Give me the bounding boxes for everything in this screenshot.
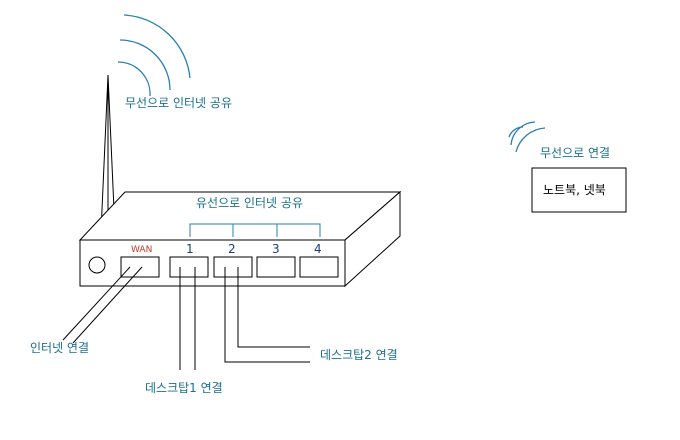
port-3-label: 3 <box>272 242 280 256</box>
wired-ports-bracket <box>189 223 321 237</box>
port-1 <box>169 256 209 278</box>
desktop2-cable-b <box>237 267 310 348</box>
port-1-label: 1 <box>186 242 194 256</box>
desktop2-cable-a <box>224 267 310 363</box>
router-wireless-label: 무선으로 인터넷 공유 <box>125 96 232 110</box>
laptop-wifi-waves-icon <box>508 121 546 153</box>
desktop1-connection-label: 데스크탑1 연결 <box>145 381 223 395</box>
port-2-label: 2 <box>228 242 236 256</box>
ports <box>120 256 339 278</box>
wan-cable-a <box>62 266 131 341</box>
port-wan <box>120 256 160 278</box>
wan-cable-b <box>72 266 143 344</box>
laptop-box-label: 노트북, 넷북 <box>543 183 606 197</box>
port-2 <box>213 256 253 278</box>
router-side-face <box>344 190 401 288</box>
cables <box>62 266 310 370</box>
desktop2-connection-label: 데스크탑2 연결 <box>320 348 398 362</box>
router-wifi-waves-icon <box>117 14 191 97</box>
port-4-label: 4 <box>314 242 322 256</box>
router-wired-label: 유선으로 인터넷 공유 <box>196 196 303 210</box>
port-wan-label: WAN <box>131 245 152 255</box>
port-4 <box>299 256 339 278</box>
power-button-icon <box>88 256 106 274</box>
laptop-wireless-label: 무선으로 연결 <box>540 146 610 160</box>
laptop-box <box>531 167 627 213</box>
port-3 <box>256 256 296 278</box>
internet-connection-label: 인터넷 연결 <box>30 341 89 355</box>
